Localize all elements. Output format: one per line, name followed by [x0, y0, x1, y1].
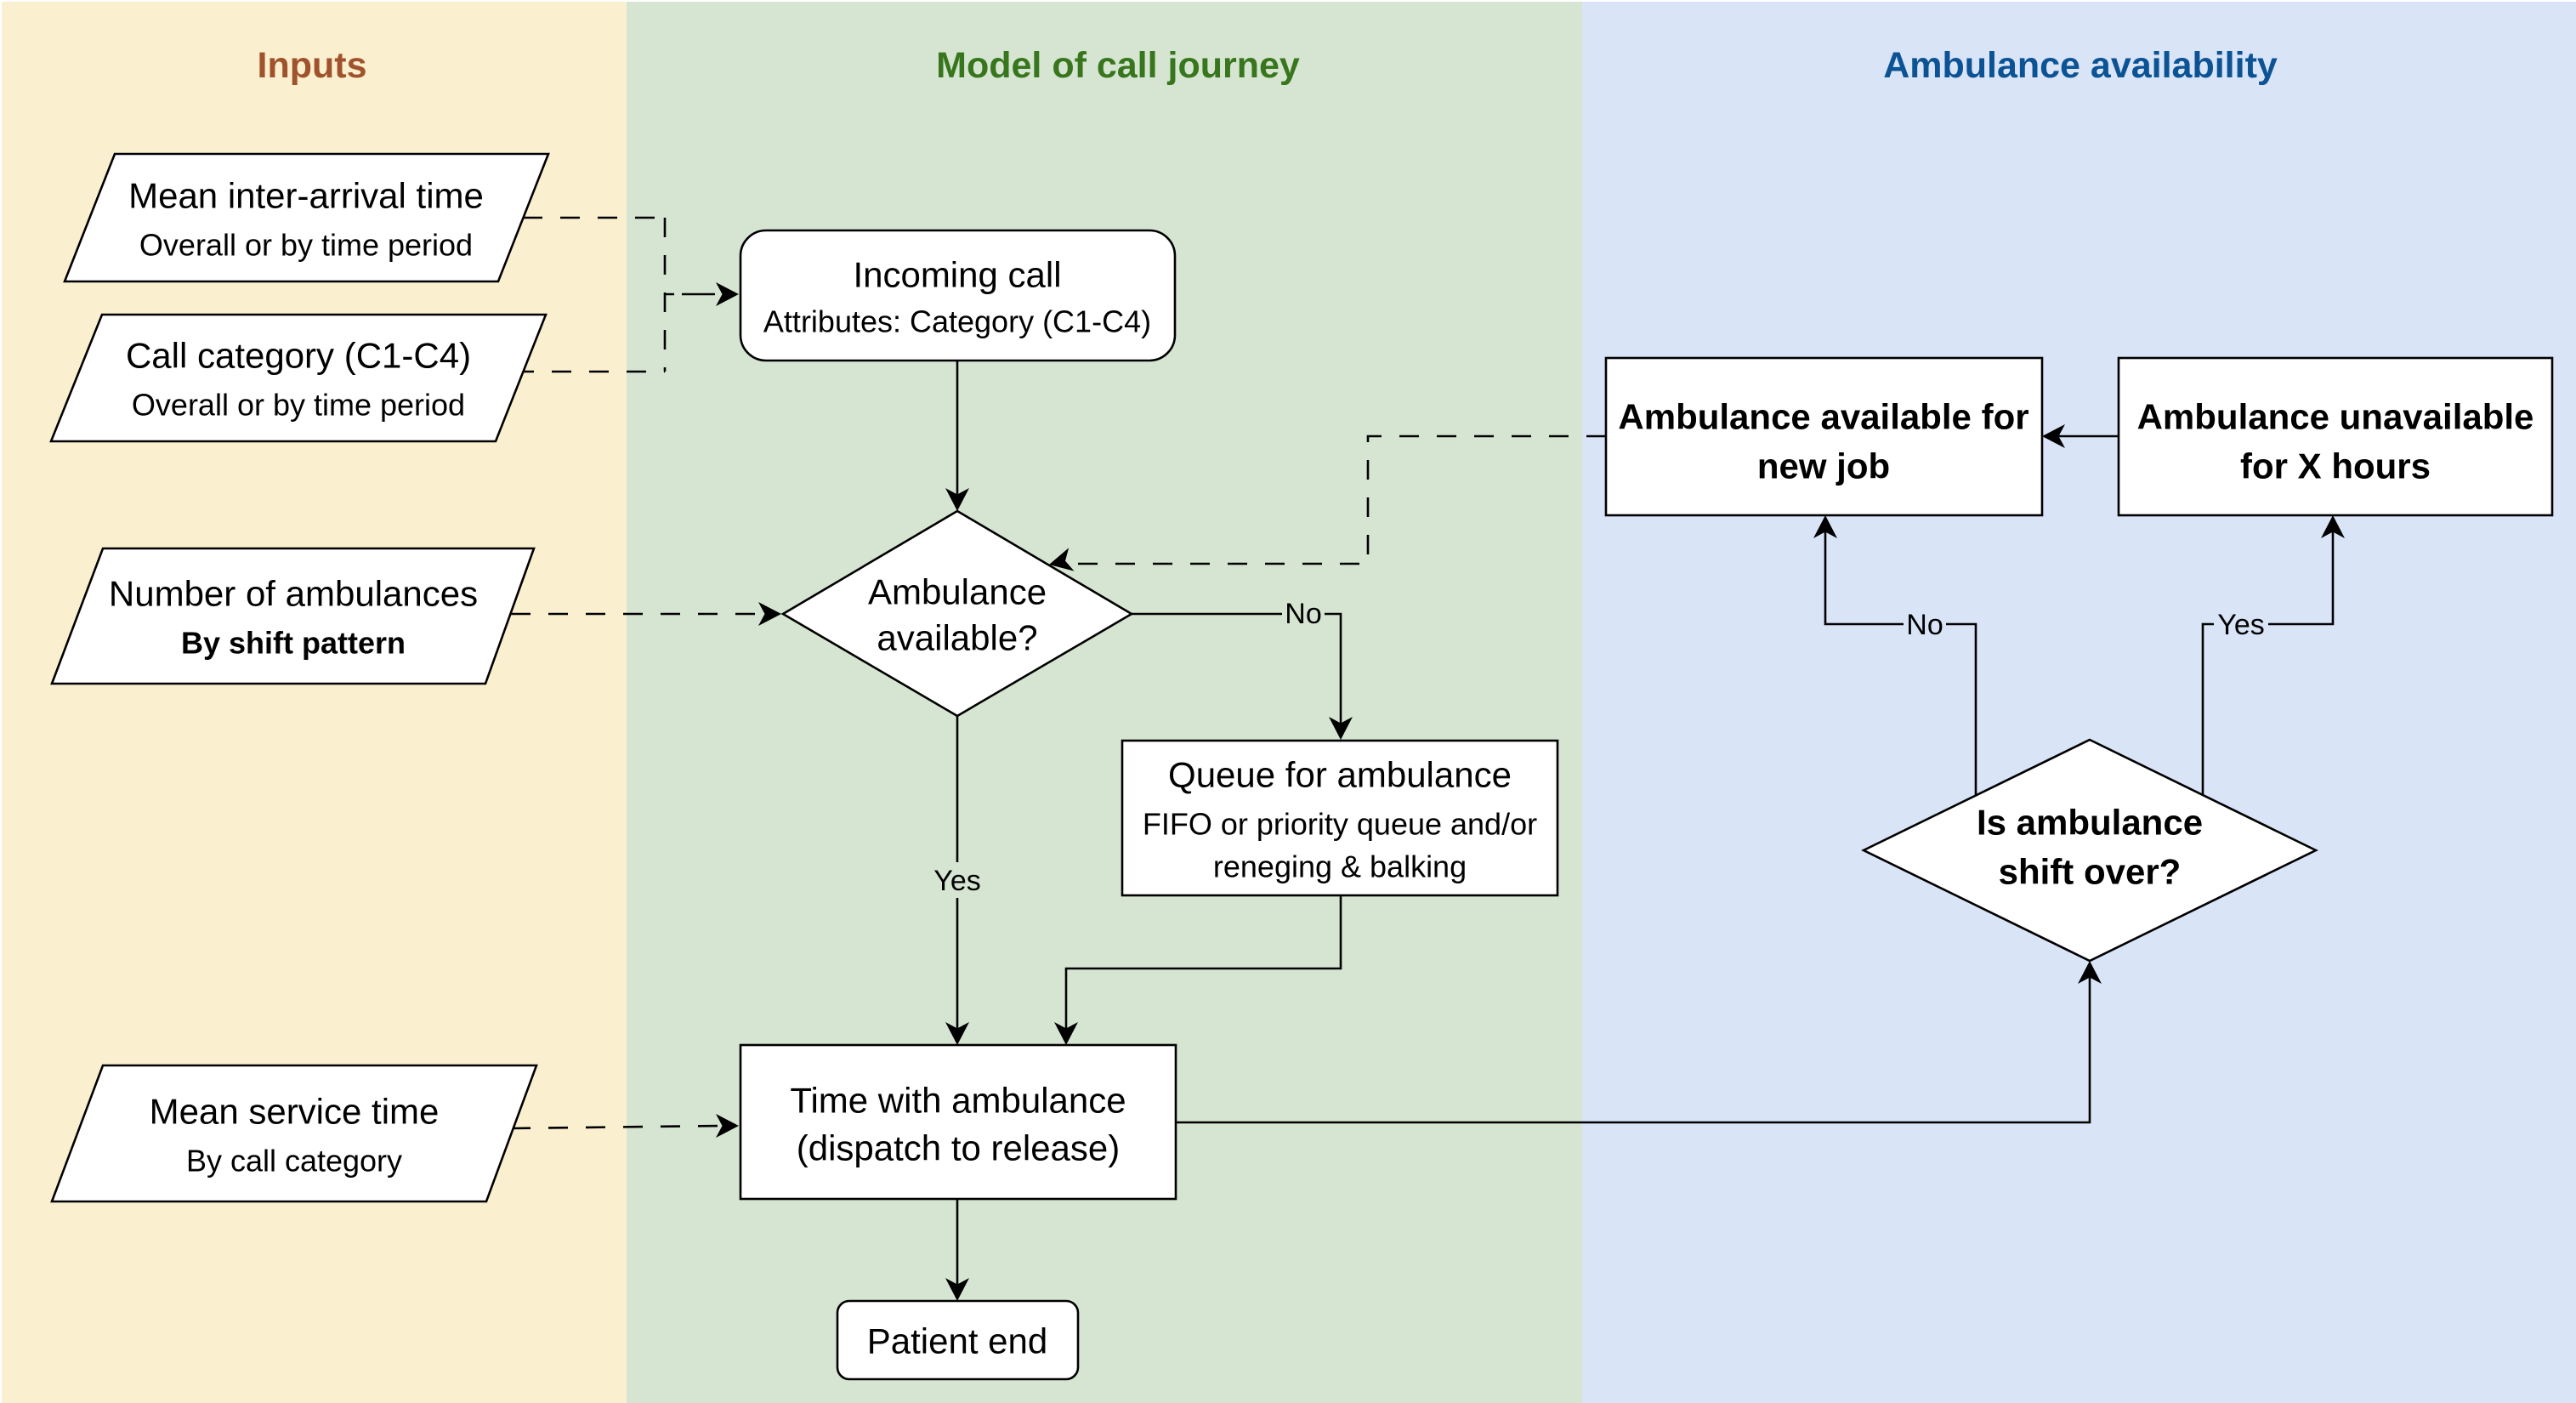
svg-text:Queue for ambulance: Queue for ambulance: [1168, 755, 1512, 795]
svg-text:Model of call journey: Model of call journey: [936, 45, 1300, 86]
svg-text:FIFO or priority queue and/or: FIFO or priority queue and/or: [1143, 807, 1537, 842]
svg-text:Yes: Yes: [2217, 609, 2264, 641]
svg-text:Incoming call: Incoming call: [853, 255, 1061, 295]
svg-text:Is ambulance: Is ambulance: [1977, 803, 2203, 843]
svg-text:Overall or by time period: Overall or by time period: [139, 228, 473, 263]
svg-text:shift over?: shift over?: [1999, 852, 2182, 892]
svg-text:Call category (C1-C4): Call category (C1-C4): [126, 336, 471, 376]
svg-text:Inputs: Inputs: [258, 45, 367, 86]
svg-text:By call category: By call category: [186, 1144, 402, 1179]
svg-text:Number of ambulances: Number of ambulances: [109, 574, 478, 614]
svg-text:Ambulance unavailable: Ambulance unavailable: [2137, 397, 2534, 437]
svg-text:Mean service time: Mean service time: [150, 1092, 440, 1132]
svg-text:reneging & balking: reneging & balking: [1213, 849, 1467, 884]
svg-text:Time with ambulance: Time with ambulance: [790, 1081, 1126, 1121]
svg-text:No: No: [1906, 609, 1943, 641]
svg-text:for X hours: for X hours: [2240, 446, 2431, 486]
svg-text:new job: new job: [1757, 446, 1890, 486]
svg-text:Patient end: Patient end: [867, 1321, 1048, 1361]
svg-text:Ambulance availability: Ambulance availability: [1883, 45, 2278, 86]
svg-text:Yes: Yes: [933, 865, 980, 897]
svg-text:Attributes: Category (C1-C4): Attributes: Category (C1-C4): [763, 304, 1151, 339]
svg-text:No: No: [1285, 598, 1321, 630]
svg-text:Ambulance: Ambulance: [868, 572, 1047, 612]
svg-text:Overall or by time period: Overall or by time period: [132, 388, 465, 423]
svg-text:(dispatch to release): (dispatch to release): [797, 1128, 1121, 1168]
svg-text:available?: available?: [877, 618, 1037, 658]
svg-text:Ambulance available for: Ambulance available for: [1618, 397, 2028, 437]
svg-text:By shift pattern: By shift pattern: [181, 626, 406, 661]
svg-text:Mean inter-arrival time: Mean inter-arrival time: [128, 176, 484, 216]
